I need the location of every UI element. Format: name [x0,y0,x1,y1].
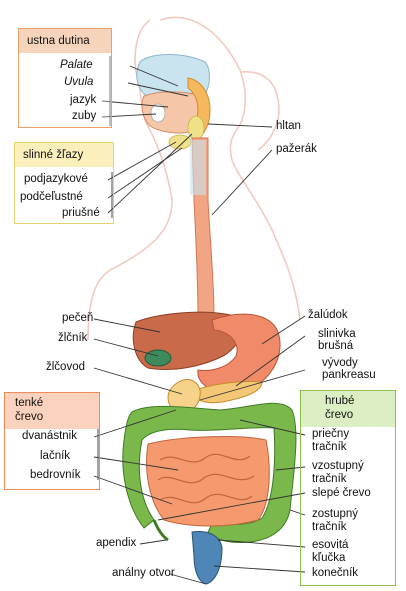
label-sublingual: podjazykové [24,173,88,185]
label-anus: análny otvor [112,567,175,579]
label-teeth: zuby [72,110,97,122]
label-cecum: slepé črevo [312,487,371,499]
large-intestine-shape [122,402,297,543]
large-intestine-group: hrubé črevo [300,390,396,586]
oral-cavity-heading: ustna dutina [27,35,90,47]
label-parotid: priušné [62,207,100,219]
leader-lines [93,65,306,585]
label-appendix: apendix [96,537,137,549]
label-esophagus: pažerák [276,143,317,155]
salivary-glands-heading: slinné žľazy [23,149,84,161]
label-transverse-colon-1: priečny [312,428,350,440]
label-sigmoid-1: esovitá [312,539,349,551]
label-ascending-colon-2: tračník [312,473,347,485]
large-intestine-heading-2: črevo [325,409,354,421]
teeth-shape [150,103,166,123]
label-jejunum: lačník [40,450,71,462]
small-intestine-shape [146,436,270,527]
small-intestine-heading-2: črevo [15,411,44,423]
group-brackets [97,56,113,480]
salivary-gland-shape [168,134,192,150]
label-gallbladder: žlčník [58,332,88,344]
label-palate: Palate [60,59,93,71]
appendix-shape [152,519,169,542]
label-pancreas-1: slinivka [318,328,356,340]
label-sigmoid-2: kľučka [312,552,346,564]
label-bile-duct: žlčovod [46,361,85,373]
rectum-shape [191,531,223,585]
label-tongue: jazyk [70,94,97,106]
label-stomach: žalúdok [308,309,348,321]
small-intestine-group: tenké črevo [4,392,100,490]
label-uvula: Uvula [64,76,94,88]
label-duodenum: dvanástnik [22,430,77,442]
trachea-shape [190,140,206,195]
label-pharynx: hltan [276,120,301,132]
small-intestine-folds [157,453,255,504]
label-pancreatic-ducts-1: vývody [322,357,358,369]
label-transverse-colon-2: tračník [312,441,347,453]
parotid-shape [187,115,205,141]
small-intestine-heading-1: tenké [15,397,44,409]
label-submandibular: podčeľustné [20,191,83,203]
label-descending-colon-2: tračník [312,521,347,533]
label-pancreatic-ducts-2: pankreasu [322,369,376,381]
salivary-glands-group: slinné žľazy [14,142,114,224]
label-pancreas-2: brušná [318,340,354,352]
gallbladder-shape [144,349,172,367]
label-descending-colon-1: zostupný [312,508,359,520]
label-liver: pečeň [62,312,94,324]
oral-cavity-group: ustna dutina [18,28,112,128]
label-rectum: konečník [312,567,359,579]
label-ascending-colon-1: vzostupný [312,460,364,472]
pharynx-shape [187,77,211,141]
large-intestine-heading-1: hrubé [325,395,355,407]
label-ileum: bedrovník [30,469,81,481]
